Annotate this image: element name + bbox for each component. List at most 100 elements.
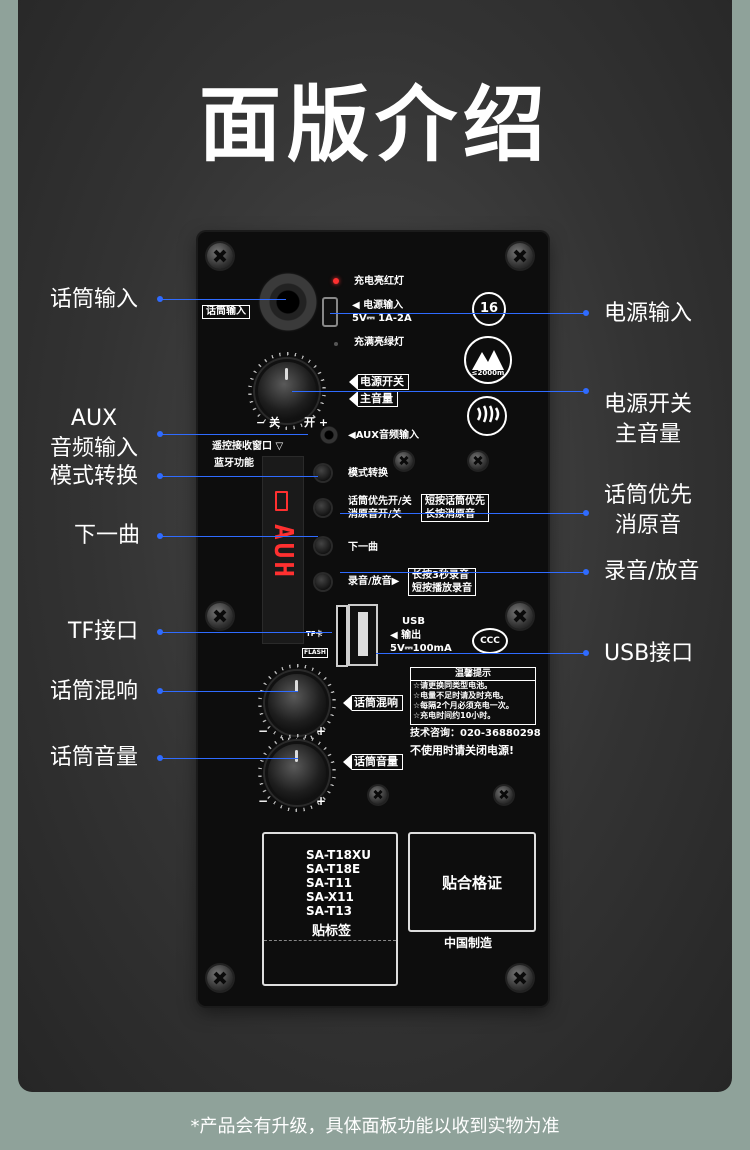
cert-16-icon: 16	[472, 292, 506, 326]
next-track-button[interactable]	[315, 538, 331, 554]
screw-icon	[207, 243, 233, 269]
callout-usb: USB接口	[604, 641, 694, 666]
record-box: 长按3秒录音短按播放录音	[408, 568, 476, 596]
callout-power-switch: 电源开关主音量	[604, 392, 693, 447]
record-text: 录音/放音▶	[348, 576, 400, 587]
leader-dot	[583, 310, 589, 316]
tips-list: ☆请更换同类型电池。☆电量不足时请及时充电。☆每隔2个月必须充电一次。☆充电时间…	[411, 681, 535, 721]
leader-dot	[157, 473, 163, 479]
main-volume-label: 主音量	[349, 391, 398, 407]
tip-item: ☆电量不足时请及时充电。	[413, 691, 509, 700]
altitude-text: ≤2000m	[471, 369, 505, 377]
callout-tf: TF接口	[68, 619, 139, 644]
off-label: − 关	[256, 416, 281, 429]
mic-volume-label: 话筒音量	[343, 754, 403, 770]
mode-button[interactable]	[315, 465, 331, 481]
leader-line	[340, 513, 586, 514]
mic-reverb-knob[interactable]	[268, 674, 326, 732]
callout-mic-input: 话筒输入	[50, 287, 139, 312]
tip-item: ☆请更换同类型电池。	[413, 681, 493, 690]
tf-card-slot[interactable]	[336, 605, 348, 667]
model-item: SA-T18E	[306, 862, 361, 876]
on-label: 开 +	[304, 416, 329, 429]
leader-line	[340, 572, 586, 573]
callout-power-input: 电源输入	[604, 301, 693, 326]
record-button[interactable]	[315, 574, 331, 590]
leader-line	[376, 653, 586, 654]
callout-mic-priority: 话筒优先消原音	[604, 483, 693, 538]
power-port[interactable]	[322, 297, 338, 327]
power-switch-label: 电源开关	[349, 374, 409, 390]
vol-minus: −	[258, 794, 269, 808]
callout-mic-volume: 话筒音量	[50, 745, 139, 770]
reverb-minus: −	[258, 724, 269, 738]
callout-record: 录音/放音	[604, 559, 700, 584]
certificate-sticker: 贴合格证	[408, 832, 536, 932]
mic-input-label: 话筒输入	[202, 305, 250, 319]
model-item: SA-X11	[306, 890, 354, 904]
leader-dot	[583, 510, 589, 516]
full-led	[334, 342, 338, 346]
warning-text: 不使用时请关闭电源!	[410, 744, 515, 757]
screw-icon	[469, 452, 487, 470]
page-title: 面版介绍	[198, 78, 551, 173]
leader-line	[292, 391, 586, 392]
charge-red-text: 充电亮红灯	[354, 276, 404, 287]
leader-dot	[157, 296, 163, 302]
leader-dot	[157, 755, 163, 761]
leader-dot	[583, 388, 589, 394]
flash-text: FLASH	[302, 648, 328, 658]
aux-jack[interactable]	[320, 426, 338, 444]
next-text: 下一曲	[348, 542, 378, 553]
hotline-text: 技术咨询：020-36880298	[410, 728, 541, 739]
battery-icon	[275, 491, 288, 511]
tips-box: 温馨提示 ☆请更换同类型电池。☆电量不足时请及时充电。☆每隔2个月必须充电一次。…	[410, 667, 536, 725]
leader-line	[160, 758, 298, 759]
screw-icon	[395, 452, 413, 470]
usb-port[interactable]	[348, 604, 378, 666]
model-item: SA-T11	[306, 876, 353, 890]
leader-line	[160, 476, 318, 477]
leader-dot	[157, 533, 163, 539]
screw-icon	[369, 786, 387, 804]
charge-led	[333, 278, 339, 284]
tip-item: ☆充电时间约10小时。	[413, 711, 496, 720]
tf-text: TF卡	[306, 630, 323, 638]
screw-icon	[507, 965, 533, 991]
leader-dot	[157, 431, 163, 437]
no-water-icon	[467, 396, 507, 436]
leader-dot	[583, 569, 589, 575]
screw-icon	[507, 603, 533, 629]
leader-line	[160, 536, 318, 537]
cert-label: 贴合格证	[441, 874, 502, 892]
mic-priority-button[interactable]	[315, 500, 331, 516]
leader-dot	[157, 629, 163, 635]
screw-icon	[207, 603, 233, 629]
footnote: *产品会有升级，具体面板功能以收到实物为准	[190, 1116, 560, 1137]
leader-line	[330, 313, 586, 314]
reverb-label: 话筒混响	[343, 695, 403, 711]
tip-item: ☆每隔2个月必须充电一次。	[413, 701, 514, 710]
leader-line	[160, 632, 332, 633]
model-item: SA-T13	[306, 904, 353, 918]
leader-line	[160, 434, 308, 435]
screw-icon	[207, 965, 233, 991]
leader-line	[160, 299, 286, 300]
callout-mode: 模式转换	[50, 464, 139, 489]
mic-jack[interactable]	[258, 272, 318, 332]
leader-dot	[157, 688, 163, 694]
tips-title: 温馨提示	[411, 668, 535, 681]
sticker-label: 贴标签	[312, 924, 352, 939]
mic-priority-box: 短按话筒优先长按消原音	[421, 494, 489, 522]
mic-priority-text: 话筒优先开/关消原音开/关	[348, 496, 412, 520]
remote-window-text: 遥控接收窗口 ▽	[212, 441, 284, 452]
leader-dot	[583, 650, 589, 656]
altitude-icon: ≤2000m	[464, 336, 512, 384]
mic-volume-knob[interactable]	[268, 744, 326, 802]
